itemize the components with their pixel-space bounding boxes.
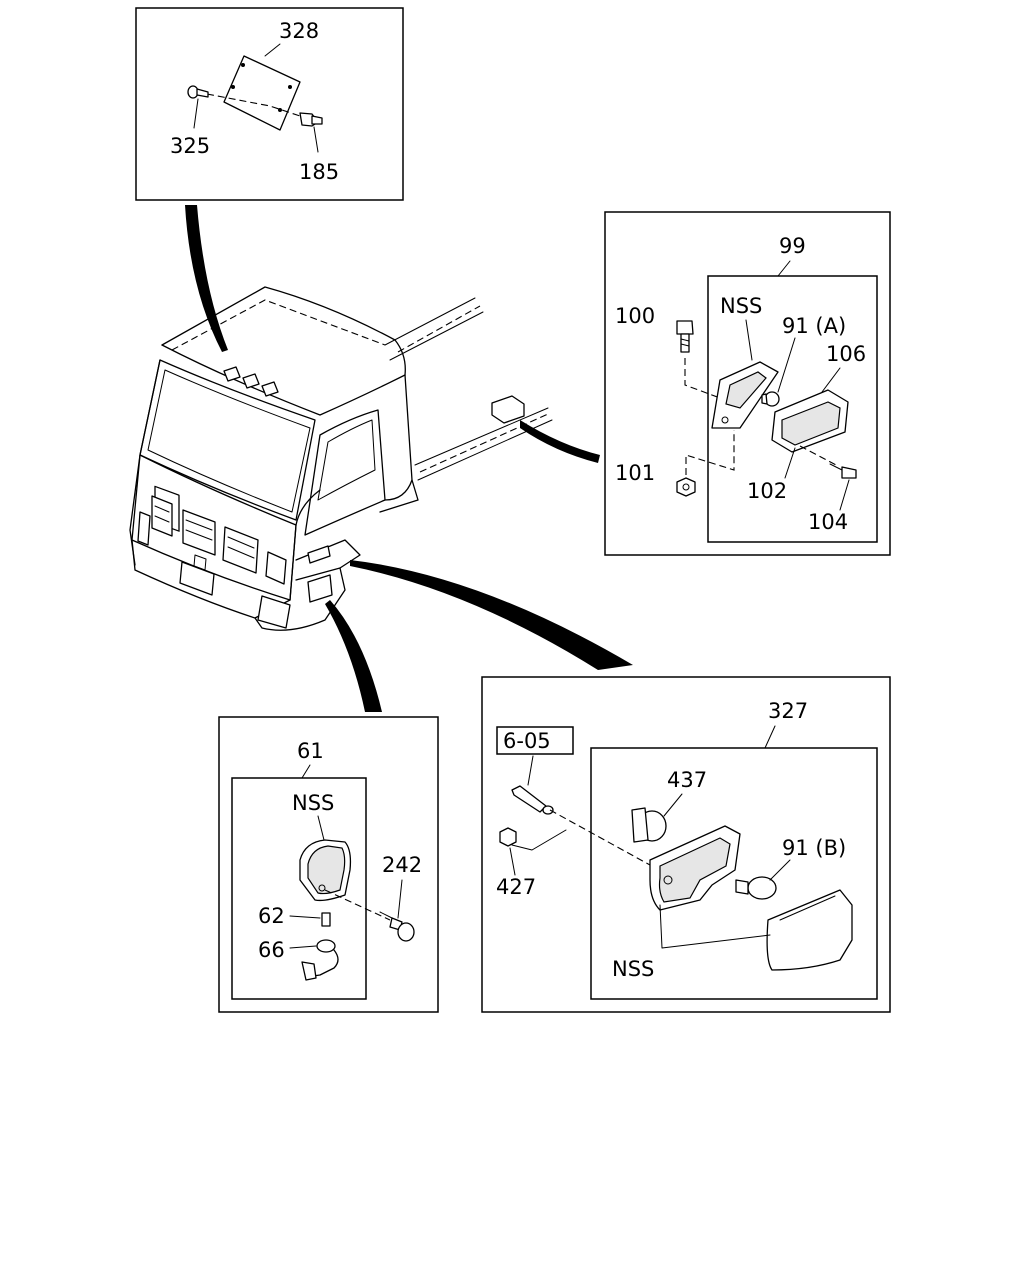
harness-plug-icon [511,785,554,815]
turn-lamp-body-icon [649,825,741,911]
box-plate-assembly: 328 325 185 [135,7,404,201]
bulb-91b-icon [735,876,777,900]
bolt-100-icon [676,320,694,353]
callout-106: 106 [826,342,866,366]
marker-lamp-icon [299,839,352,902]
nut-101-icon [676,477,696,497]
callout-100: 100 [615,304,655,328]
callout-427: 427 [496,875,536,899]
lamp-housing-icon [711,361,779,429]
outer-lens-icon [766,889,853,971]
callout-185: 185 [299,160,339,184]
callout-102: 102 [747,479,787,503]
ref-box-605 [496,726,574,755]
nut-427-icon [499,827,517,847]
callout-605: 6-05 [503,729,551,753]
clip-185-icon [299,112,323,127]
callout-242: 242 [382,853,422,877]
screw-242-icon [379,911,415,942]
bulb-91a-icon [761,391,780,407]
lens-106-icon [771,389,849,453]
callout-104: 104 [808,510,848,534]
note-nss-right: NSS [720,294,762,318]
socket-437-icon [631,807,667,843]
callout-91b: 91 (B) [782,836,846,860]
note-nss-left: NSS [292,791,334,815]
box-side-marker-assembly: 61 NSS 242 62 66 [218,716,439,1013]
box-front-turn-lamp-assembly: 327 6-05 427 437 [481,676,891,1013]
socket-66-icon [301,939,339,981]
box-rear-lamp-assembly: 99 100 101 NSS 91 (A) [604,211,891,556]
screw-104-icon [829,463,857,479]
truck-cab [129,286,553,631]
callout-327: 327 [768,699,808,723]
callout-91a: 91 (A) [782,314,846,338]
screw-325-icon [187,85,209,99]
callout-437: 437 [667,768,707,792]
bulb-62-icon [321,912,331,927]
callout-101: 101 [615,461,655,485]
callout-62: 62 [258,904,285,928]
callout-66: 66 [258,938,285,962]
callout-61: 61 [297,739,324,763]
plate-328 [223,55,301,131]
callout-99: 99 [779,234,806,258]
connector-wedges [185,205,633,712]
callout-325: 325 [170,134,210,158]
callout-328: 328 [279,19,319,43]
note-nss-bottom: NSS [612,957,654,981]
